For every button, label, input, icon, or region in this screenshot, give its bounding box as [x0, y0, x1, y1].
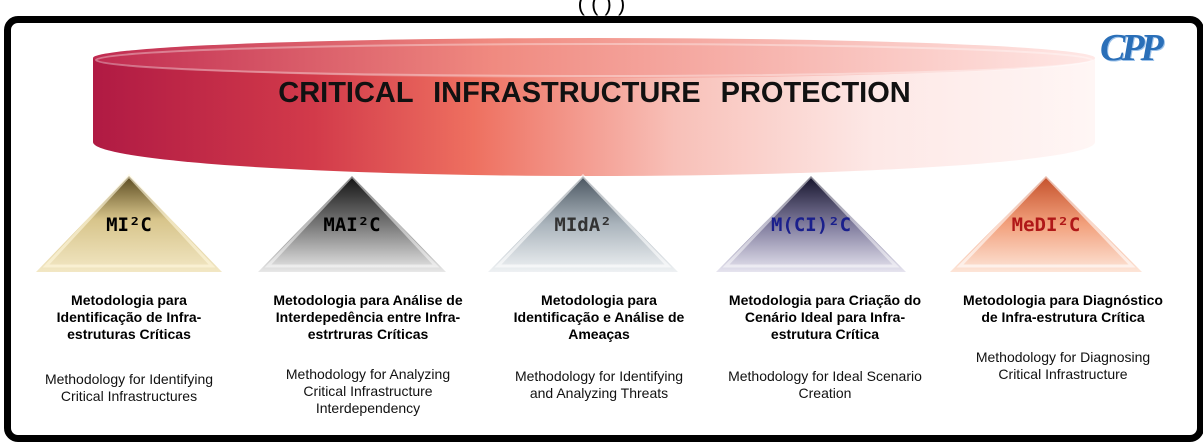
description-pt-medi2c: Metodologia para Diagnóstico de Infra-es…: [963, 292, 1163, 325]
triangle-mi2c: [36, 173, 222, 272]
triangle-mida2: [488, 173, 678, 272]
header-fragment: ( ( ) ): [577, 0, 626, 16]
triangle-mai2c: [258, 173, 446, 272]
banner-title: CRITICAL INFRASTRUCTURE PROTECTION: [278, 77, 911, 109]
description-en-medi2c: Methodology for Diagnosing Critical Infr…: [975, 349, 1151, 382]
acronym-mida2: MIdA²: [554, 214, 612, 236]
description-en-mida2: Methodology for Identifying and Analyzin…: [514, 368, 684, 401]
description-en-mi2c: Methodology for Identifying Critical Inf…: [44, 371, 214, 404]
triangle-mci2c: [716, 173, 906, 272]
acronym-medi2c: MeDI²C: [1011, 214, 1081, 236]
acronym-mai2c: MAI²C: [323, 214, 381, 236]
acronym-mi2c: MI²C: [106, 214, 152, 236]
description-pt-mci2c: Metodologia para Criação do Cenário Idea…: [728, 292, 922, 342]
acronym-mci2c: M(CI)²C: [770, 214, 852, 236]
description-en-mai2c: Methodology for Analyzing Critical Infra…: [285, 366, 451, 416]
description-pt-mai2c: Metodologia para Análise de Interdepedên…: [273, 292, 463, 342]
banner-band: [93, 38, 1095, 176]
triangle-medi2c: [950, 173, 1142, 272]
description-en-mci2c: Methodology for Ideal Scenario Creation: [728, 368, 922, 401]
description-pt-mida2: Metodologia para Identificação e Análise…: [513, 292, 685, 342]
cpp-logo: CPP: [1100, 27, 1164, 69]
description-pt-mi2c: Metodologia para Identificação de Infra-…: [56, 292, 202, 342]
